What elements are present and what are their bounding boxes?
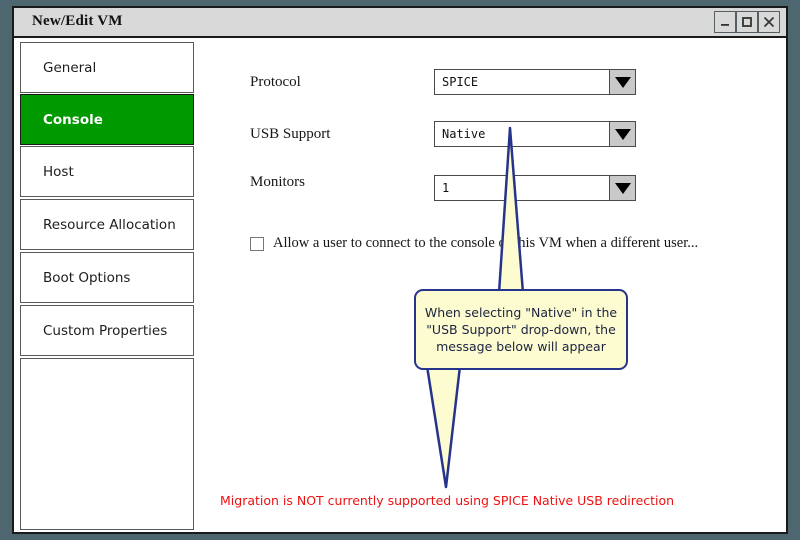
close-icon [763, 16, 775, 28]
minimize-button[interactable] [714, 11, 736, 33]
sidebar-item-host[interactable]: Host [20, 146, 194, 197]
protocol-value: SPICE [442, 75, 479, 89]
close-button[interactable] [758, 11, 780, 33]
protocol-select[interactable]: SPICE [434, 69, 636, 95]
allow-user-connect-row[interactable]: Allow a user to connect to the console o… [250, 235, 698, 252]
chevron-down-icon [614, 128, 631, 140]
usb-support-label: USB Support [250, 126, 331, 142]
vm-dialog-window: New/Edit VM [12, 6, 788, 534]
sidebar-item-label: Console [43, 111, 103, 128]
sidebar-item-label: Resource Allocation [43, 216, 176, 233]
sidebar-item-label: Host [43, 163, 74, 180]
sidebar-item-label: Boot Options [43, 269, 131, 286]
maximize-icon [742, 17, 752, 27]
form-panel: Protocol SPICE USB Support Native Monito… [202, 38, 788, 532]
sidebar-item-console[interactable]: Console [20, 94, 194, 145]
allow-user-connect-checkbox[interactable] [250, 236, 264, 251]
sidebar-empty-panel [20, 358, 194, 530]
minimize-icon [721, 24, 729, 26]
migration-warning-message: Migration is NOT currently supported usi… [220, 493, 675, 508]
usb-support-dropdown-button[interactable] [609, 122, 635, 146]
sidebar: General Console Host Resource Allocation… [14, 38, 202, 532]
usb-support-value: Native [442, 127, 486, 141]
monitors-value: 1 [442, 181, 450, 195]
usb-support-select[interactable]: Native [434, 121, 636, 147]
sidebar-item-resource-allocation[interactable]: Resource Allocation [20, 199, 194, 250]
protocol-label: Protocol [250, 74, 301, 90]
window-controls [714, 11, 780, 33]
monitors-label: Monitors [250, 174, 306, 190]
monitors-dropdown-button[interactable] [609, 176, 635, 200]
window-title: New/Edit VM [32, 13, 123, 29]
chevron-down-icon [614, 182, 631, 194]
sidebar-item-custom-properties[interactable]: Custom Properties [20, 305, 194, 356]
monitors-select[interactable]: 1 [434, 175, 636, 201]
chevron-down-icon [614, 76, 631, 88]
sidebar-item-boot-options[interactable]: Boot Options [20, 252, 194, 303]
sidebar-item-general[interactable]: General [20, 42, 194, 93]
protocol-dropdown-button[interactable] [609, 70, 635, 94]
maximize-button[interactable] [736, 11, 758, 33]
allow-user-connect-label: Allow a user to connect to the console o… [273, 235, 699, 251]
sidebar-item-label: General [43, 59, 97, 76]
window-titlebar: New/Edit VM [14, 8, 786, 38]
sidebar-item-label: Custom Properties [43, 322, 168, 339]
